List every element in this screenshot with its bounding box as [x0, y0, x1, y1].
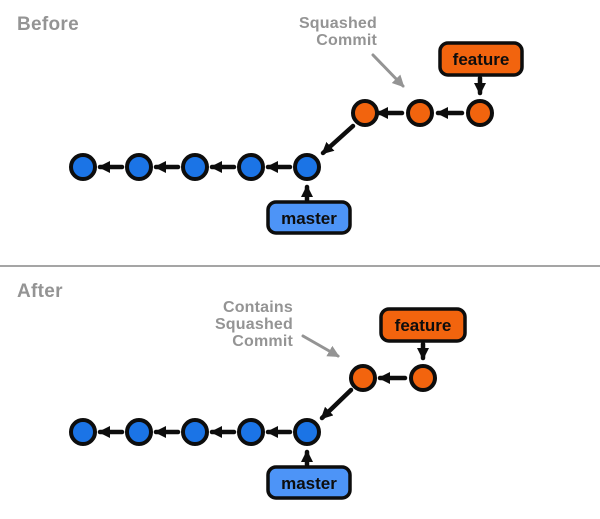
master-commit-node — [237, 153, 265, 181]
master-commit-node — [293, 153, 321, 181]
master-commit-node — [293, 418, 321, 446]
master-commit-node — [69, 418, 97, 446]
master-branch-badge — [266, 465, 352, 500]
annotation-line: Squashed — [298, 15, 377, 32]
before-section: feature master — [69, 41, 524, 235]
annotation-line: Squashed — [214, 316, 293, 333]
annotation-arrow-contains-squashed — [301, 334, 340, 358]
feature-branch-badge — [438, 41, 524, 77]
master-commit-node — [125, 418, 153, 446]
master-commit-node — [181, 418, 209, 446]
commit-edge-diagonal — [319, 387, 354, 421]
master-branch-label: master — [281, 474, 337, 493]
feature-commit-node — [409, 364, 437, 392]
annotation-line: Contains — [222, 299, 293, 316]
squashed-commit-node — [349, 364, 377, 392]
feature-branch-badge — [379, 307, 467, 343]
feature-commit-node — [466, 99, 494, 127]
feature-branch-label: feature — [395, 316, 452, 335]
commit-edge-diagonal — [320, 123, 356, 156]
master-commit-node — [181, 153, 209, 181]
squashed-commit-annotation: Squashed Commit — [299, 15, 377, 49]
annotation-arrow-squashed — [371, 53, 405, 88]
feature-branch-label: feature — [453, 50, 510, 69]
contains-squashed-commit-annotation: Contains Squashed Commit — [215, 299, 293, 350]
master-commit-node — [237, 418, 265, 446]
annotation-line: Commit — [316, 32, 377, 49]
after-section: feature master — [69, 307, 467, 500]
master-commit-node — [69, 153, 97, 181]
feature-commit-node — [406, 99, 434, 127]
master-branch-label: master — [281, 209, 337, 228]
master-branch-badge — [266, 200, 352, 235]
master-commit-node — [125, 153, 153, 181]
after-section-title: After — [17, 281, 63, 302]
annotation-line: Commit — [232, 333, 293, 350]
before-section-title: Before — [17, 14, 79, 35]
squashed-commit-node — [351, 99, 379, 127]
